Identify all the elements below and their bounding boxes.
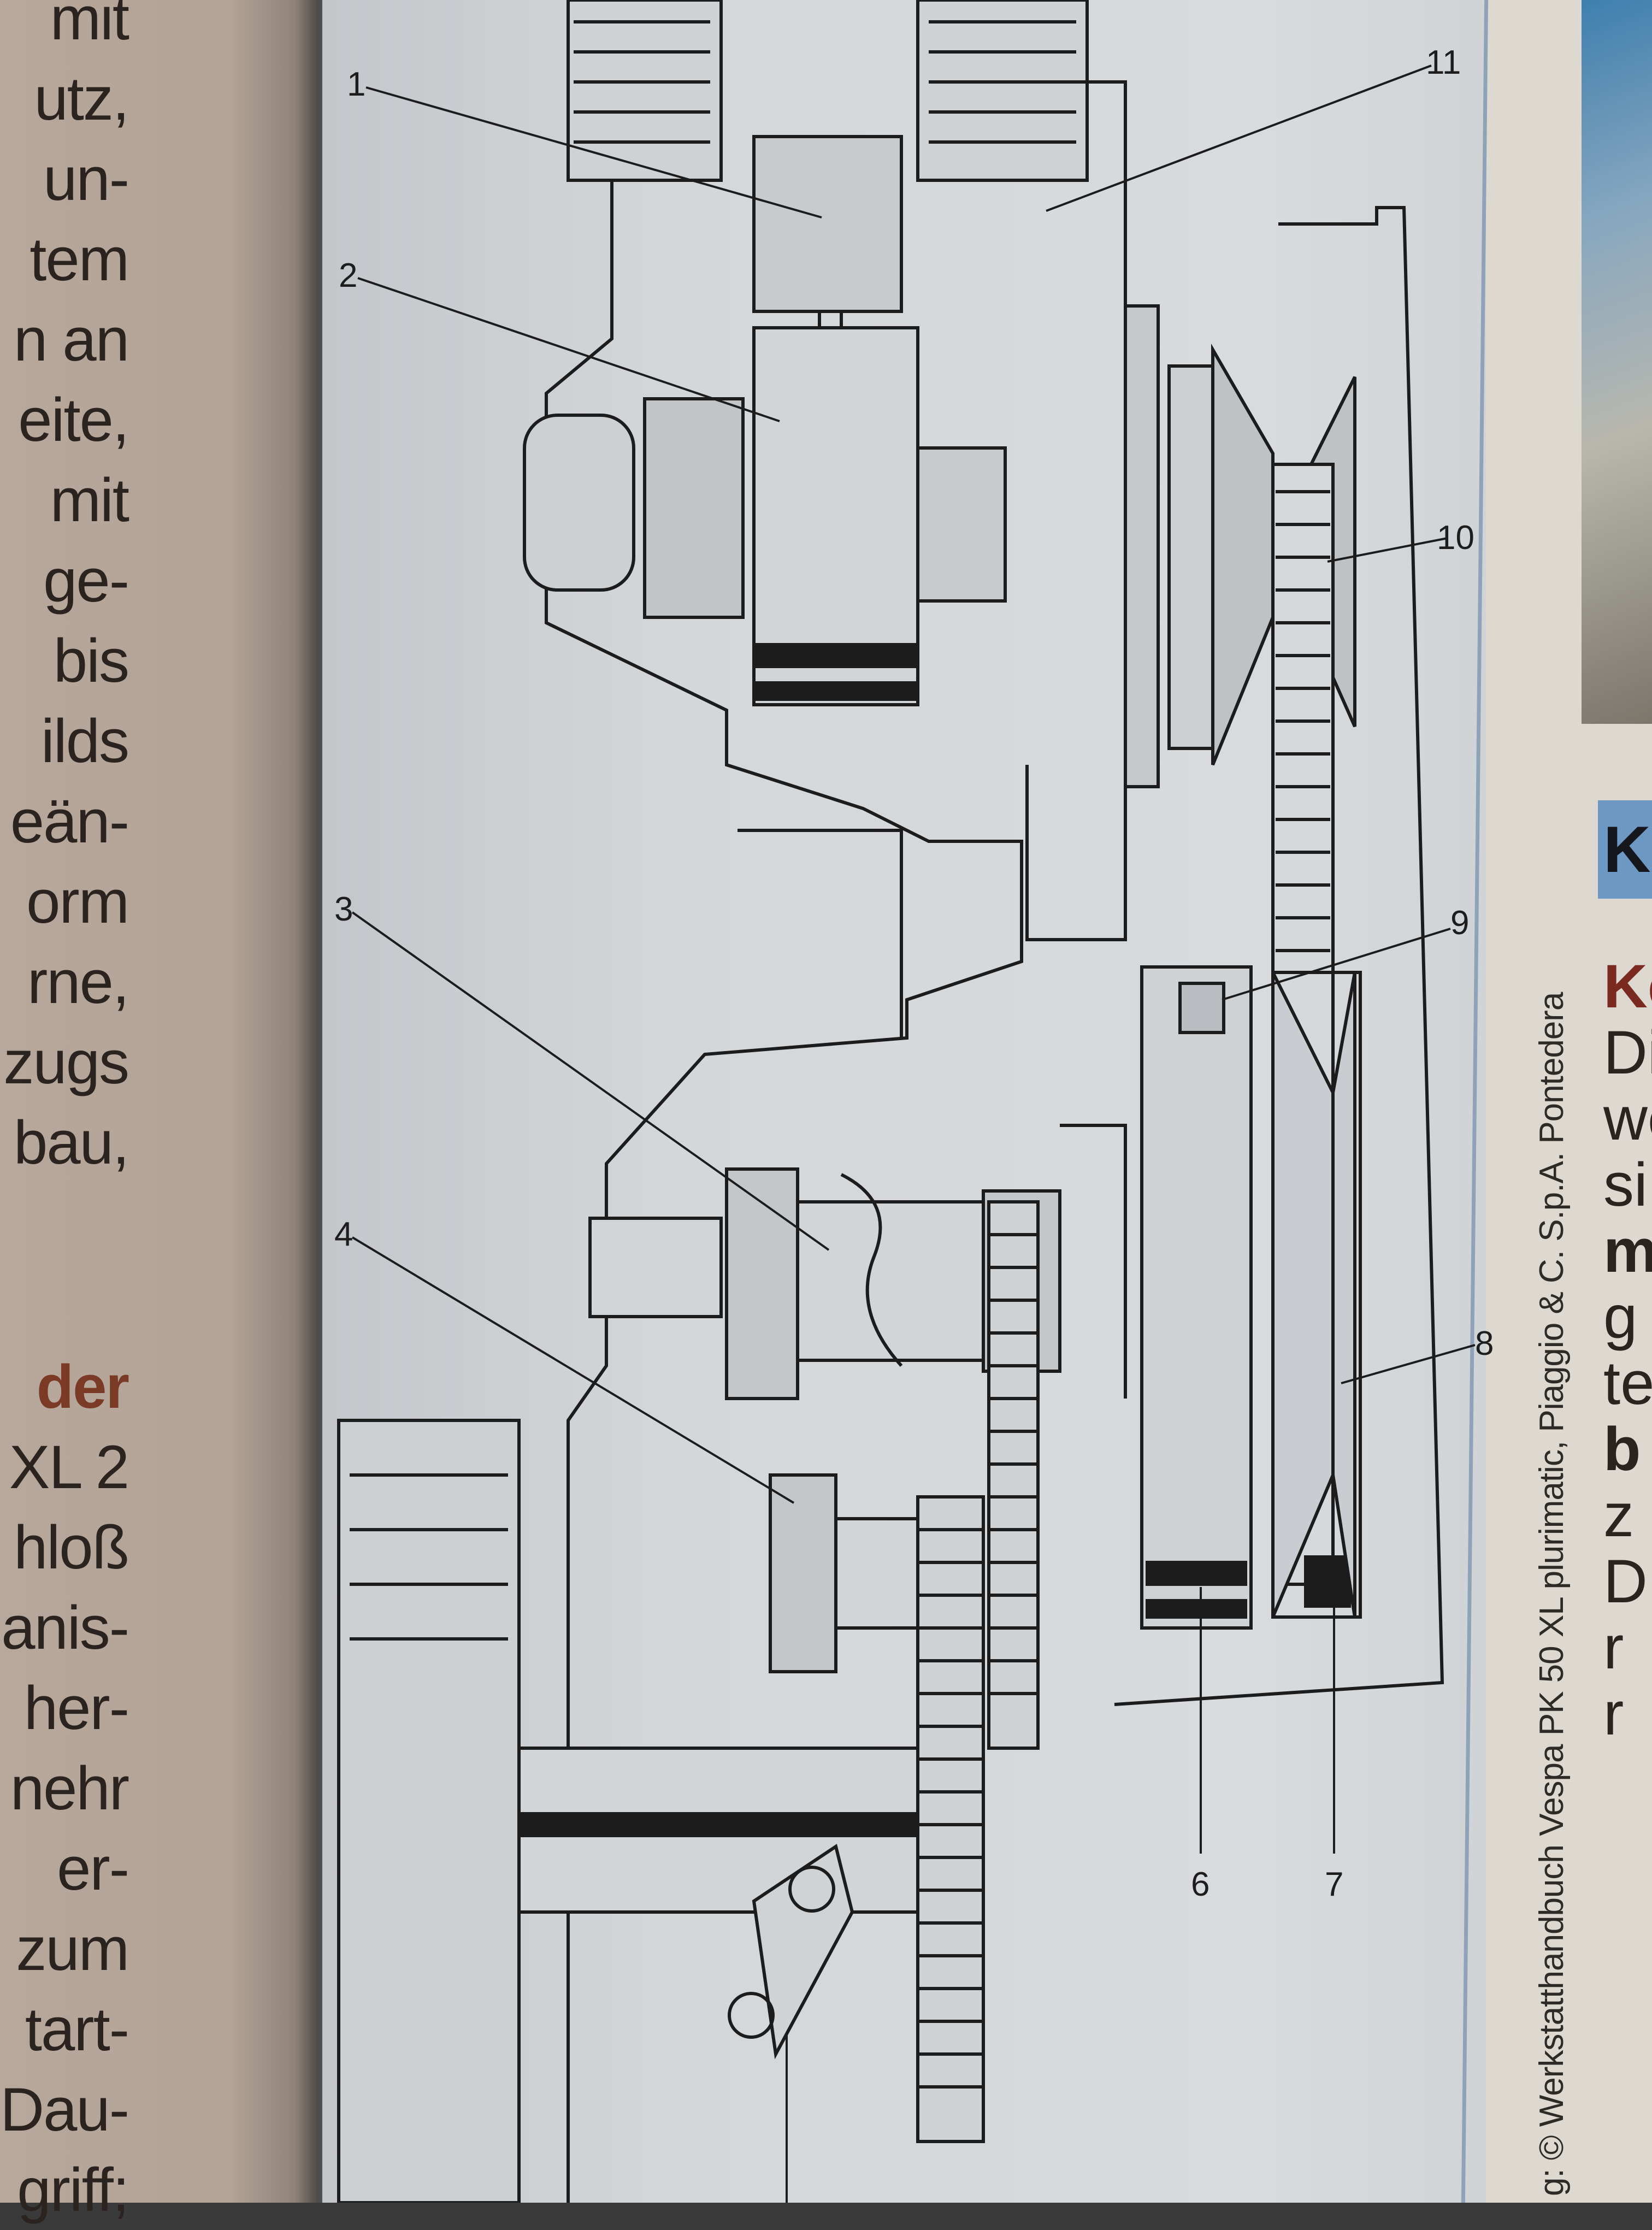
text-line: tart- bbox=[25, 1995, 129, 2063]
label-3: 3 bbox=[334, 890, 353, 928]
label-6: 6 bbox=[1191, 1866, 1210, 1903]
text-line: te bbox=[1603, 1349, 1652, 1417]
text-line: bis bbox=[53, 627, 129, 695]
transmission-cover bbox=[1114, 206, 1444, 1706]
text-line: eite, bbox=[18, 386, 129, 454]
text-line: m bbox=[1603, 1217, 1652, 1285]
flywheel bbox=[1005, 80, 1127, 941]
photo bbox=[1582, 0, 1652, 724]
text-line: z bbox=[1603, 1481, 1634, 1549]
text-line: mit bbox=[50, 0, 129, 52]
label-7: 7 bbox=[1325, 1866, 1343, 1903]
text-line: b bbox=[1603, 1415, 1641, 1483]
text-line: zum bbox=[16, 1915, 129, 1983]
rear-pulley bbox=[1271, 971, 1362, 1619]
text-line: D bbox=[1603, 1547, 1648, 1615]
left-text-column: mit utz, un- tem n an eite, mit ge- bis … bbox=[0, 0, 129, 2230]
label-2: 2 bbox=[339, 257, 357, 294]
text-line: g bbox=[1603, 1283, 1638, 1351]
text-line: r bbox=[1603, 1613, 1624, 1682]
section-header-box: Ke bbox=[1598, 800, 1652, 899]
text-line: tem bbox=[30, 225, 129, 293]
text-line: un- bbox=[43, 145, 129, 213]
crankcase-rib bbox=[738, 829, 903, 1038]
text-line: bau, bbox=[14, 1108, 129, 1177]
leader-lines bbox=[351, 64, 1476, 2203]
text-line: er- bbox=[57, 1834, 129, 1903]
text-line: XL 2 bbox=[9, 1433, 129, 1501]
section-heading: der bbox=[36, 1353, 129, 1421]
right-text-column: Ke Di we si m g te b z D r r bbox=[1603, 953, 1652, 1747]
text-line: orm bbox=[26, 868, 129, 936]
cylinder-fins bbox=[567, 0, 1089, 182]
text-line: ge- bbox=[43, 546, 129, 615]
text-line: mit bbox=[50, 466, 129, 534]
label-9: 9 bbox=[1450, 904, 1469, 942]
section-header-text: Ke bbox=[1603, 813, 1652, 886]
text-line: anis- bbox=[1, 1594, 129, 1662]
label-4: 4 bbox=[334, 1216, 353, 1253]
left-page: mit utz, un- tem n an eite, mit ge- bis … bbox=[0, 0, 328, 2224]
text-line: her- bbox=[23, 1674, 129, 1742]
text-line: Dau- bbox=[0, 2075, 129, 2144]
label-11: 11 bbox=[1426, 44, 1461, 81]
kickstart-lever bbox=[728, 1844, 854, 2060]
text-line: we bbox=[1603, 1084, 1652, 1153]
subheading: Ke bbox=[1603, 952, 1652, 1020]
text-line: Di bbox=[1603, 1018, 1652, 1087]
clutch-drum bbox=[1140, 965, 1253, 1630]
crankshaft bbox=[523, 326, 1007, 706]
text-line: nehr bbox=[10, 1754, 129, 1822]
text-line: hloß bbox=[14, 1513, 129, 1582]
text-line: ilds bbox=[40, 707, 129, 775]
text-line: si bbox=[1603, 1151, 1648, 1219]
text-line: r bbox=[1603, 1679, 1624, 1748]
figure-caption: g: © Werkstatthandbuch Vespa PK 50 XL pl… bbox=[1533, 992, 1571, 2196]
text-line: rne, bbox=[27, 948, 129, 1016]
gear-train bbox=[769, 1200, 1040, 2143]
text-line: utz, bbox=[34, 64, 129, 133]
label-1: 1 bbox=[347, 66, 365, 103]
clutch-shaft bbox=[588, 1124, 1127, 1400]
label-10: 10 bbox=[1437, 519, 1474, 557]
text-line: eän- bbox=[10, 787, 129, 856]
label-8: 8 bbox=[1475, 1325, 1494, 1362]
piston bbox=[752, 135, 903, 313]
text-line: zugs bbox=[3, 1028, 129, 1096]
text-line: n an bbox=[14, 305, 129, 374]
